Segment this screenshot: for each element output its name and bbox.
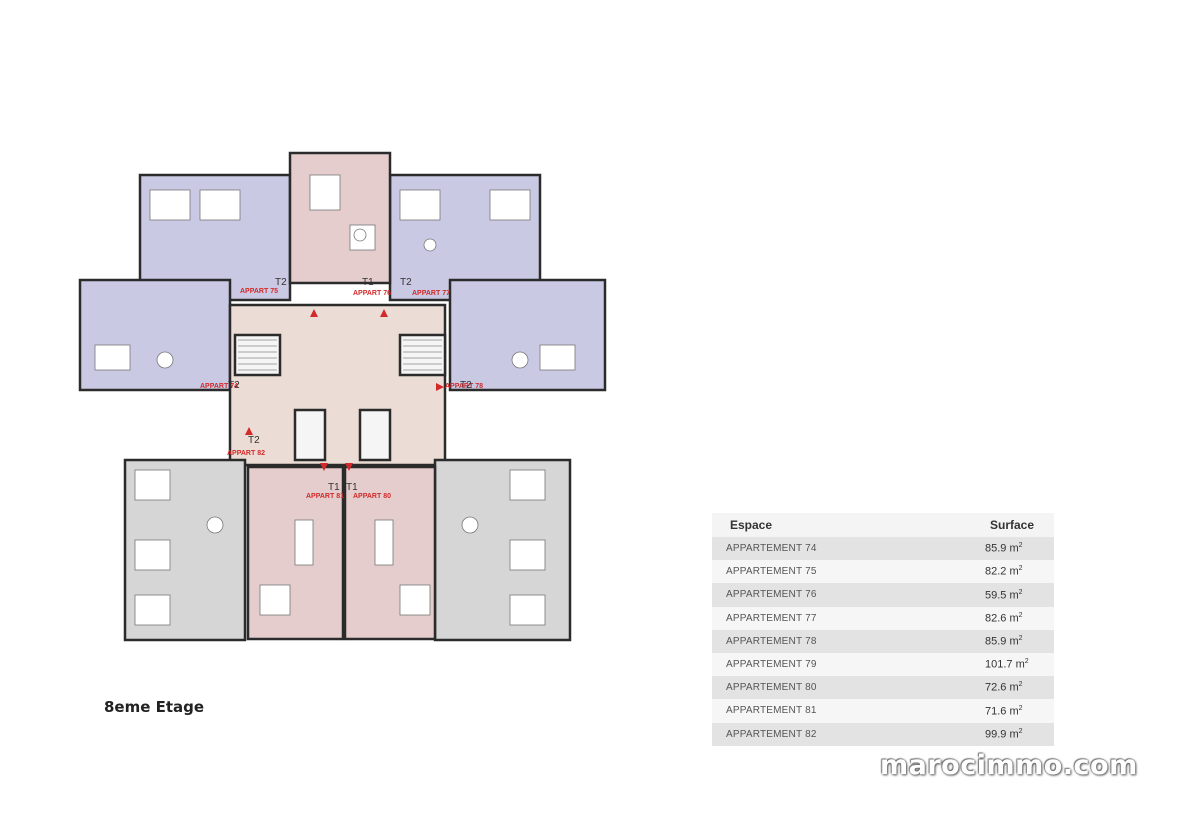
table-row: APPARTEMENT 74 85.9 m2 xyxy=(712,537,1054,561)
surface-table: Espace Surface APPARTEMENT 74 85.9 m2 APP… xyxy=(712,513,1054,746)
type-label: T2 xyxy=(400,277,412,288)
row-surface: 85.9 m2 xyxy=(985,542,1023,555)
row-surface: 71.6 m2 xyxy=(985,704,1023,718)
table-row: APPARTEMENT 80 72.6 m2 xyxy=(712,676,1054,700)
type-label: T1 xyxy=(328,482,340,493)
floor-plan-labels: APPART 75 APPART 76 APPART 77 APPART 74 … xyxy=(200,288,483,500)
table-row: APPARTEMENT 76 59.5 m2 xyxy=(712,583,1054,607)
header-space: Espace xyxy=(730,518,773,532)
type-label: T2 xyxy=(248,435,260,446)
floor-plan-entry-markers xyxy=(245,309,444,471)
appart-label: APPART 77 xyxy=(412,290,450,297)
header-surface: Surface xyxy=(990,518,1035,532)
row-space: APPARTEMENT 80 xyxy=(726,682,817,694)
row-surface: 101.7 m2 xyxy=(985,658,1029,671)
row-surface: 85.9 m2 xyxy=(985,635,1023,648)
row-space: APPARTEMENT 74 xyxy=(726,543,817,555)
row-surface: 82.6 m2 xyxy=(985,611,1023,625)
appart-label: APPART 75 xyxy=(240,288,278,295)
type-label: T1 xyxy=(362,277,374,288)
floor-plan-type-labels: T2 T1 T2 T2 T2 T2 T1 T1 xyxy=(228,277,472,493)
row-surface: 72.6 m2 xyxy=(985,681,1023,695)
table-row: APPARTEMENT 79 101.7 m2 xyxy=(712,652,1054,677)
appart-label: APPART 78 xyxy=(445,383,483,390)
floor-plan-stair-lines xyxy=(238,339,442,371)
watermark-logo: marocimmo.com xyxy=(880,750,1138,781)
row-space: APPARTEMENT 76 xyxy=(726,589,817,601)
row-space: APPARTEMENT 82 xyxy=(726,728,817,740)
type-label: T2 xyxy=(228,380,240,391)
type-label: T2 xyxy=(460,380,472,391)
row-space: APPARTEMENT 77 xyxy=(726,612,817,624)
row-space: APPARTEMENT 79 xyxy=(726,659,817,671)
floor-plan-walls xyxy=(78,151,607,642)
floor-plan-furniture xyxy=(94,174,576,626)
table-header: Espace Surface xyxy=(712,513,1054,537)
table-row: APPARTEMENT 78 85.9 m2 xyxy=(712,629,1054,653)
row-surface: 82.2 m2 xyxy=(985,565,1023,579)
table-body: APPARTEMENT 74 85.9 m2 APPARTEMENT 75 82.2… xyxy=(712,537,1054,746)
appart-label: APPART 81 xyxy=(306,493,344,500)
table-row: APPARTEMENT 75 82.2 m2 xyxy=(712,560,1054,584)
row-space: APPARTEMENT 81 xyxy=(726,705,817,717)
appart-label: APPART 80 xyxy=(353,493,391,500)
type-label: T1 xyxy=(346,482,358,493)
table-row: APPARTEMENT 82 99.9 m2 xyxy=(712,722,1054,746)
table-row: APPARTEMENT 81 71.6 m2 xyxy=(712,699,1054,723)
floor-title: 8eme Etage xyxy=(104,698,205,716)
row-surface: 99.9 m2 xyxy=(985,727,1023,741)
type-label: T2 xyxy=(275,277,287,288)
appart-label: APPART 82 xyxy=(227,450,265,457)
appart-label: APPART 74 xyxy=(200,383,238,390)
row-space: APPARTEMENT 75 xyxy=(726,566,817,578)
row-surface: 59.5 m2 xyxy=(985,588,1023,602)
floor-plan: APPART 75 APPART 76 APPART 77 APPART 74 … xyxy=(78,151,607,642)
table-row: APPARTEMENT 77 82.6 m2 xyxy=(712,606,1054,630)
row-space: APPARTEMENT 78 xyxy=(726,635,817,647)
appart-label: APPART 76 xyxy=(353,290,391,297)
